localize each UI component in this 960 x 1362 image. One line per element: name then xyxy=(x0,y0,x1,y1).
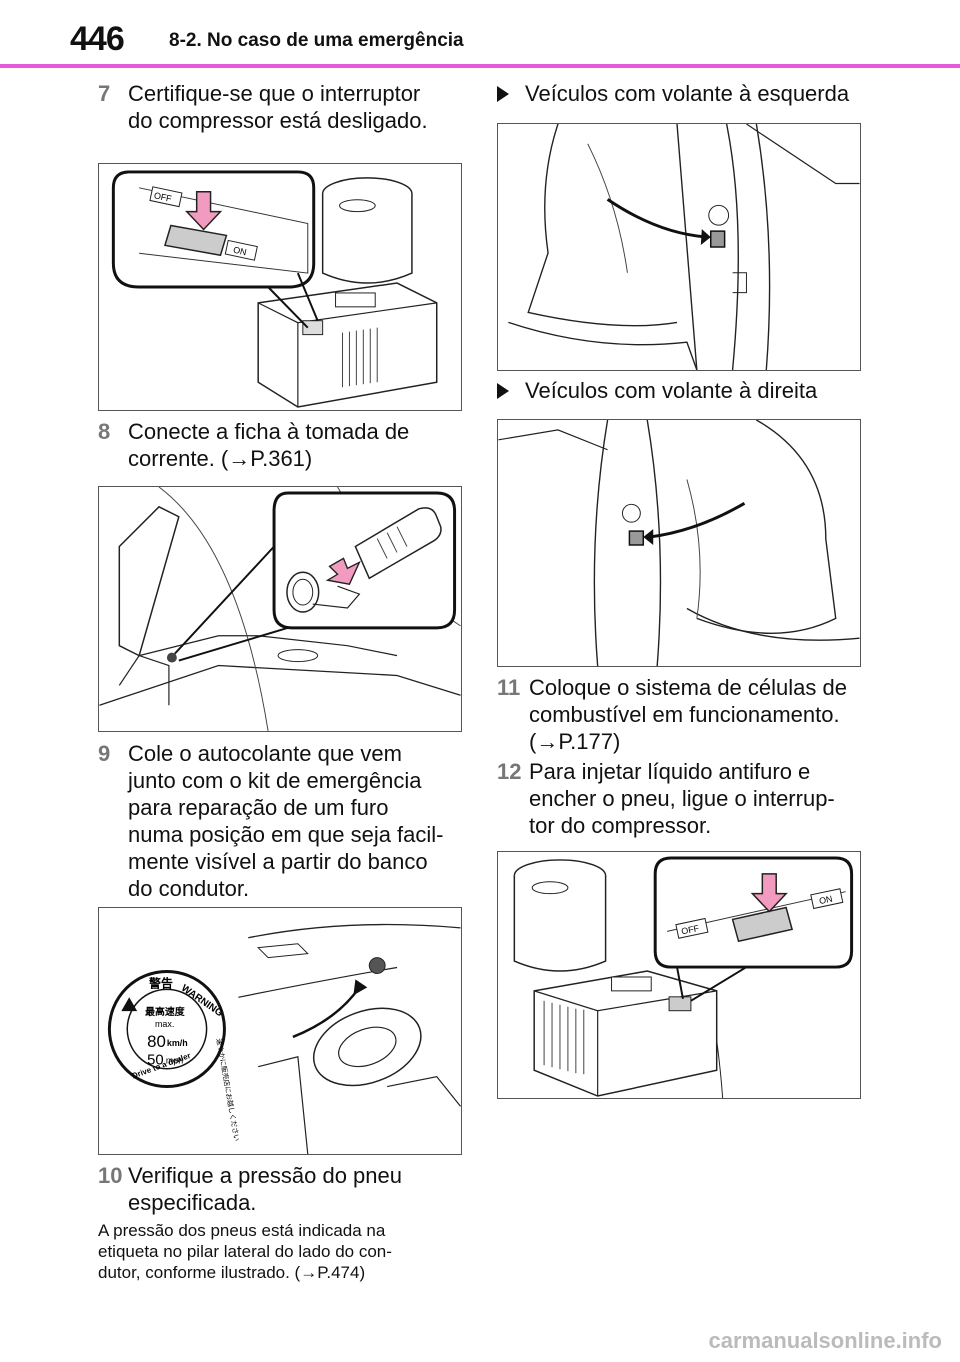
sticker-max-label: max. xyxy=(155,1019,174,1029)
step-number: 12 xyxy=(497,759,522,784)
sticker-warning-jp: 警告 xyxy=(148,976,173,990)
step-number: 11 xyxy=(497,675,521,700)
step-text: Conecte a ficha à tomada de corrente. (→… xyxy=(128,419,410,471)
watermark: carmanualsonline.info xyxy=(708,1328,943,1353)
figure-socket-plug xyxy=(98,486,462,732)
sticker-speed-kmh: 80 xyxy=(147,1032,166,1051)
off-label: OFF xyxy=(153,190,173,204)
sticker-unit-mph: mph xyxy=(166,1056,183,1066)
header-divider xyxy=(0,64,960,68)
step-8: 8 Conecte a ficha à tomada de corrente. … xyxy=(98,418,468,472)
compressor-on-illustration: OFF ON xyxy=(513,856,854,1098)
subhead-text: Veículos com volante à direita xyxy=(525,378,818,403)
step-number: 10 xyxy=(98,1163,123,1188)
figure-compressor-switch-off: OFF ON xyxy=(98,163,462,411)
step-12: 12 Para injetar líquido antifuro e enche… xyxy=(497,758,897,839)
sticker-dealer-jp: 速やかに販売店にお越しください xyxy=(215,1038,242,1142)
step-text: Verifique a pressão do pneu especificada… xyxy=(128,1163,402,1215)
subhead-left-hand-drive: Veículos com volante à esquerda xyxy=(497,80,897,107)
on-label: ON xyxy=(232,245,247,258)
figure-pillar-left-hand-drive xyxy=(497,123,861,371)
pressure-note: A pressão dos pneus está indicada na eti… xyxy=(98,1221,392,1282)
step-number: 8 xyxy=(98,419,111,444)
figure-compressor-switch-on: OFF ON xyxy=(497,851,861,1099)
step-number: 9 xyxy=(98,741,111,766)
step-10: 10 Verifique a pressão do pneu especific… xyxy=(98,1162,468,1216)
triangle-bullet-icon xyxy=(497,86,509,102)
step-7: 7 Certifique-se que o interruptor do com… xyxy=(98,80,468,134)
step-text: Cole o autocolante que vem junto com o k… xyxy=(128,741,444,901)
socket-illustration xyxy=(99,487,461,731)
lhd-pillar-illustration xyxy=(508,124,860,370)
step-text: Certifique-se que o interruptor do compr… xyxy=(128,81,428,133)
figure-warning-sticker: 警告 WARNING 最高速度 max. 80 km/h 50 mph 速やかに… xyxy=(98,907,462,1155)
step-9: 9 Cole o autocolante que vem junto com o… xyxy=(98,740,468,902)
section-title: 8-2. No caso de uma emergência xyxy=(169,30,464,51)
step-number: 7 xyxy=(98,81,111,106)
sticker-unit-kmh: km/h xyxy=(167,1038,188,1048)
off-label: OFF xyxy=(680,923,700,937)
rhd-pillar-illustration xyxy=(498,420,860,666)
subhead-text: Veículos com volante à esquerda xyxy=(525,81,850,106)
on-label: ON xyxy=(818,894,833,907)
compressor-off-illustration: OFF ON xyxy=(111,170,438,408)
page-number: 446 xyxy=(70,20,125,58)
triangle-bullet-icon xyxy=(497,383,509,399)
step-11: 11 Coloque o sistema de células de combu… xyxy=(497,674,897,755)
subhead-right-hand-drive: Veículos com volante à direita xyxy=(497,377,897,404)
step-text: Coloque o sistema de células de combustí… xyxy=(529,675,847,754)
step-text: Para injetar líquido antifuro e encher o… xyxy=(529,759,835,838)
figure-pillar-right-hand-drive xyxy=(497,419,861,667)
sticker-max-speed-jp: 最高速度 xyxy=(145,1005,185,1018)
sticker-speed-mph: 50 xyxy=(147,1053,164,1069)
sticker-illustration: 警告 WARNING 最高速度 max. 80 km/h 50 mph 速やかに… xyxy=(107,923,461,1154)
